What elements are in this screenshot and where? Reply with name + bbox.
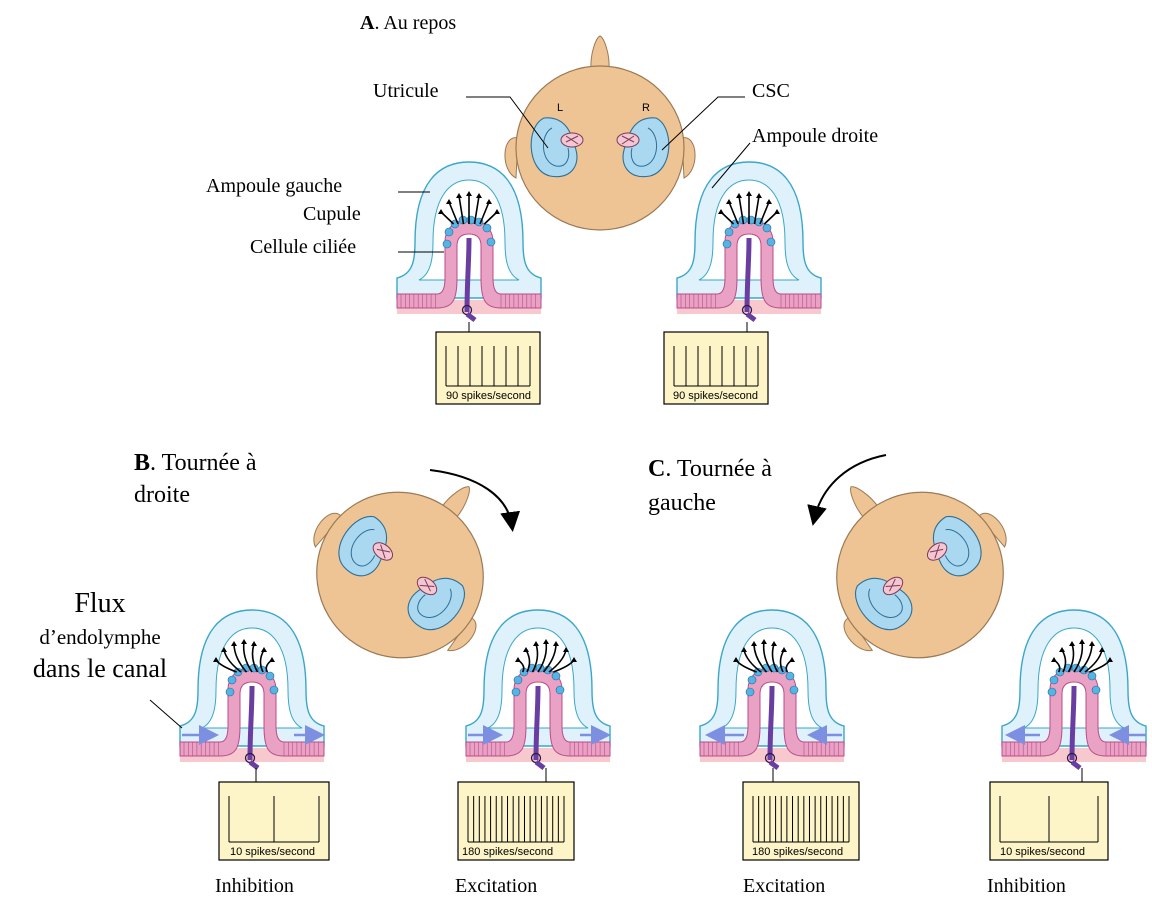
- hair-cell: [445, 228, 453, 236]
- nerve-fiber: [536, 686, 538, 760]
- left-ampulla-rest: [397, 162, 541, 320]
- hair-cell: [1092, 686, 1100, 694]
- hair-cell: [1050, 676, 1058, 684]
- csc-label: CSC: [752, 80, 790, 103]
- nerve-end: [1072, 762, 1080, 768]
- rate-c-right: 10 spikes/second: [1000, 846, 1085, 858]
- flow-leader: [150, 700, 182, 728]
- caption-c-right: Inhibition: [987, 875, 1066, 898]
- hair-cell: [512, 688, 520, 696]
- hair-cell: [1088, 672, 1096, 680]
- hair-cell: [723, 240, 731, 248]
- nose-icon: [591, 36, 609, 70]
- hair-cell: [226, 688, 234, 696]
- rate-a-right: 90 spikes/second: [673, 390, 758, 402]
- nerve-fiber: [747, 238, 749, 312]
- left-ampulla-b: [180, 610, 324, 768]
- cupule-label: Cupule: [303, 203, 361, 226]
- hair-cell: [483, 224, 491, 232]
- hair-cell: [725, 228, 733, 236]
- hair-cell: [763, 224, 771, 232]
- hair-cell: [790, 686, 798, 694]
- hair-cell: [270, 686, 278, 694]
- rate-c-left: 180 spikes/second: [752, 846, 843, 858]
- panel-c-title: C. Tournée àgauche: [648, 452, 772, 520]
- caption-c-left: Excitation: [743, 875, 825, 898]
- right-ampulla-rest: [677, 162, 821, 320]
- head-at-rest: [505, 36, 695, 230]
- ampoule-gauche-label: Ampoule gauche: [206, 175, 342, 198]
- hair-cell: [443, 240, 451, 248]
- nerve-end: [250, 762, 258, 768]
- hair-cell: [228, 676, 236, 684]
- nerve-end: [747, 314, 755, 320]
- caption-b-right: Excitation: [455, 875, 537, 898]
- rate-a-left: 90 spikes/second: [446, 390, 531, 402]
- rate-b-left: 10 spikes/second: [230, 846, 315, 858]
- utricule-label: Utricule: [373, 80, 439, 103]
- hair-cell: [556, 686, 564, 694]
- hair-cell: [514, 676, 522, 684]
- nerve-fiber: [467, 238, 469, 312]
- cellule-ciliee-label: Cellule ciliée: [250, 236, 356, 259]
- rate-b-right: 180 spikes/second: [462, 846, 553, 858]
- nerve-fiber: [770, 686, 772, 760]
- nerve-end: [770, 762, 778, 768]
- hair-cell: [746, 688, 754, 696]
- panel-a-title: A. Au repos: [360, 12, 456, 35]
- left-ampulla-c: [700, 610, 844, 768]
- nerve-fiber: [1072, 686, 1074, 760]
- right-ampulla-b: [466, 610, 610, 768]
- hair-cell: [767, 238, 775, 246]
- head-left-marker: L: [557, 102, 563, 114]
- hair-cell: [748, 676, 756, 684]
- nerve-end: [467, 314, 475, 320]
- caption-b-left: Inhibition: [215, 875, 294, 898]
- head-right-marker: R: [642, 102, 650, 114]
- head-outline: [283, 459, 516, 692]
- hair-cell: [266, 672, 274, 680]
- flow-label: Flux d’endolymphe dans le canal: [10, 588, 190, 685]
- right-ampulla-c: [1002, 610, 1146, 768]
- ampoule-droite-label: Ampoule droite: [752, 125, 878, 148]
- hair-cell: [1048, 688, 1056, 696]
- hair-cell: [786, 672, 794, 680]
- head-outline: [803, 459, 1036, 692]
- nerve-fiber: [250, 686, 252, 760]
- nerve-end: [536, 762, 544, 768]
- hair-cell: [552, 672, 560, 680]
- hair-cell: [487, 238, 495, 246]
